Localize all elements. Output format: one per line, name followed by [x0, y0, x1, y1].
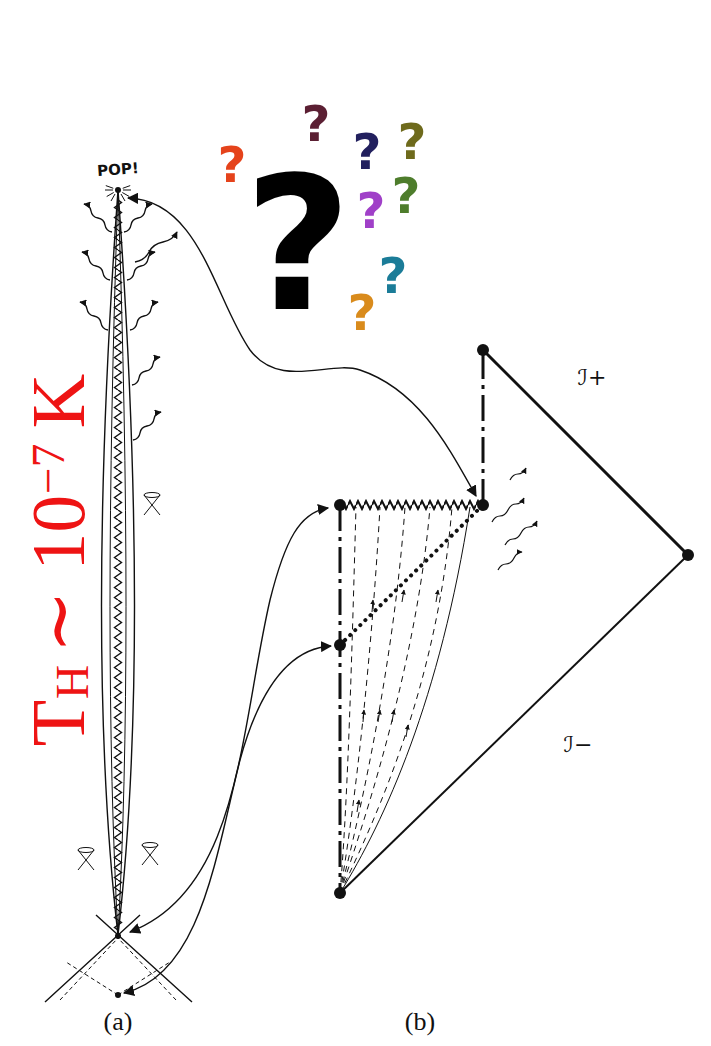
pop-burst	[105, 186, 131, 203]
hawking-radiation	[492, 468, 537, 570]
pop-label: POP!	[97, 161, 140, 179]
leader-arrow	[130, 508, 328, 932]
leader-arrow	[124, 646, 331, 993]
panel-label: (a)	[104, 1009, 133, 1035]
matter-line	[340, 507, 452, 893]
origin-axis	[482, 350, 485, 505]
flow-arrow	[402, 590, 404, 602]
spindle-outer	[102, 190, 135, 935]
scri-plus-label: ℐ+	[578, 367, 607, 389]
collapse-cone	[45, 915, 192, 1002]
flow-arrow	[363, 710, 364, 722]
question-mark: ?	[356, 186, 385, 236]
question-mark: ?	[352, 127, 381, 177]
pop-point	[115, 187, 121, 193]
flow-arrow	[378, 710, 380, 722]
vertex-dot	[682, 549, 694, 561]
radiation-arrow	[505, 521, 537, 545]
past-null-infinity	[340, 555, 688, 893]
future-null-infinity	[483, 350, 688, 555]
matter-line	[340, 507, 380, 893]
radiation-arrow	[84, 204, 112, 232]
radiation-arrow	[82, 252, 110, 280]
radiation-arrow	[498, 552, 522, 570]
question-mark: ?	[244, 153, 351, 338]
flow-arrow	[392, 710, 394, 722]
light-cone	[142, 843, 158, 848]
vertex-dot	[334, 887, 346, 899]
flow-arrow	[357, 800, 359, 812]
collapse-hatching	[60, 938, 176, 1000]
singularity	[340, 499, 483, 511]
radiation-arrow	[130, 302, 158, 330]
question-mark: ?	[391, 171, 420, 221]
matter-arrows	[357, 590, 438, 812]
temperature-subscript: H	[46, 665, 98, 699]
event-horizon	[340, 505, 483, 645]
question-mark: ?	[217, 140, 246, 190]
question-mark: ?	[301, 99, 330, 149]
question-mark: ?	[397, 117, 426, 167]
temperature-exponent: −7	[22, 444, 74, 494]
vertex-dot	[334, 639, 346, 651]
origin-axis	[339, 505, 342, 893]
radiation-arrow	[492, 498, 524, 522]
question-mark: ?	[347, 288, 376, 338]
matter-lines	[340, 507, 452, 893]
vertex-dot	[477, 499, 489, 511]
matter-boundary	[340, 507, 470, 893]
matter-line	[340, 507, 430, 893]
question-mark: ?	[378, 251, 407, 301]
flow-arrow	[436, 590, 438, 602]
radiation-arrow	[133, 412, 161, 440]
temperature-label: TH∼ 10−7K	[20, 374, 96, 747]
temperature-symbol: T	[16, 700, 100, 746]
matter-line	[340, 507, 405, 893]
panel-label: (b)	[405, 1009, 435, 1035]
light-cone	[78, 848, 94, 853]
radiation-arrow	[80, 302, 108, 330]
collapse-point	[115, 992, 121, 998]
flow-arrow	[406, 725, 408, 737]
temperature-value: ∼ 10	[16, 495, 100, 654]
wavy-singularity	[113, 200, 123, 930]
radiation-arrow	[510, 468, 526, 480]
vertex-dot	[477, 344, 489, 356]
radiation-arrow	[124, 204, 152, 232]
radiation-arrow	[135, 232, 177, 262]
vertex-dot	[334, 499, 346, 511]
penrose-diagram	[334, 344, 694, 899]
spindle-inner	[110, 190, 126, 935]
scri-minus-label: ℐ−	[564, 734, 593, 756]
radiation-arrow	[132, 357, 160, 385]
horizon-point	[115, 933, 121, 939]
temperature-unit: K	[16, 374, 100, 429]
flow-arrow	[372, 600, 373, 612]
radiation-arrow	[127, 252, 155, 280]
light-cone	[144, 493, 160, 498]
